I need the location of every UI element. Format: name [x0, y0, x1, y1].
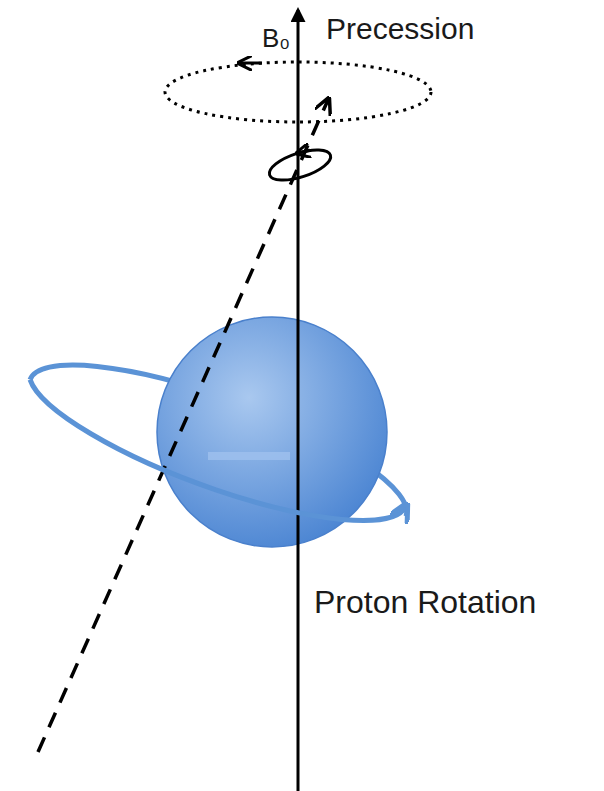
precession-label: Precession: [326, 12, 474, 47]
sphere-highlight: [208, 452, 290, 460]
rotation-label: Proton Rotation: [314, 584, 536, 621]
proton-sphere: [157, 317, 387, 547]
spin-arrow: [298, 149, 310, 154]
precession-arrow: [240, 62, 262, 65]
rotation-ring-front: [16, 372, 405, 553]
precession-path: [165, 62, 431, 122]
field-label: B₀: [262, 24, 290, 54]
field-axis: [297, 10, 300, 791]
spin-loop: [266, 144, 334, 187]
